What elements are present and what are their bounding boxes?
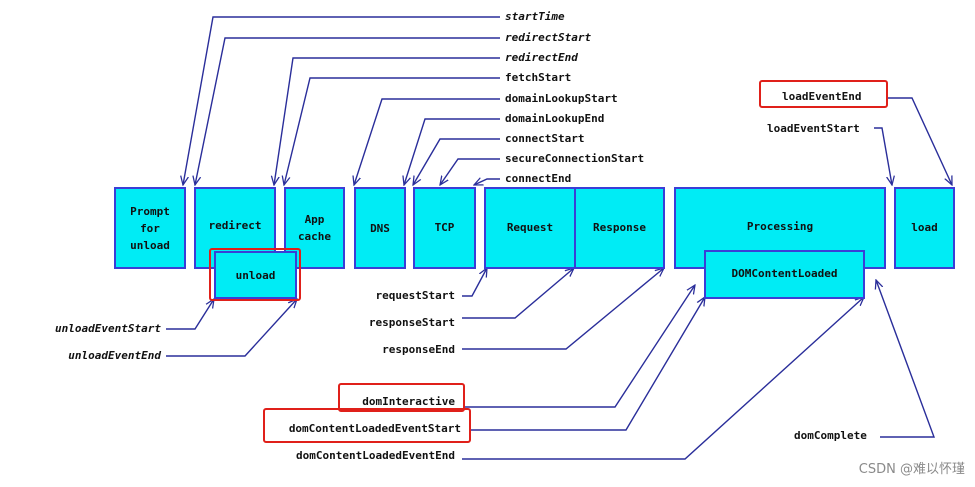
highlight-load-event-end: [759, 80, 888, 108]
line-dcl-event-end: [462, 297, 864, 460]
label-redirect-end: redirectEnd: [505, 51, 578, 64]
phase-label: App cache: [297, 213, 332, 243]
line-connect-end: [474, 179, 500, 185]
label-unload-event-end: unloadEventEnd: [68, 349, 161, 362]
phase-label: unload: [235, 268, 276, 282]
line-fetch-start: [284, 77, 500, 185]
label-response-end: responseEnd: [382, 343, 455, 356]
phase-label: redirect: [208, 219, 262, 232]
phase-dns: DNS: [354, 187, 406, 269]
phase-label: DNS: [370, 221, 390, 235]
line-start-time: [183, 16, 500, 185]
phase-request: Request: [484, 187, 576, 269]
highlight-unload: [209, 248, 301, 301]
label-unload-event-start: unloadEventStart: [55, 322, 161, 335]
phase-load: load: [894, 187, 955, 269]
label-domain-lookup-end: domainLookupEnd: [505, 112, 605, 125]
label-load-event-start: loadEventStart: [767, 122, 860, 135]
line-redirect-start: [195, 37, 500, 185]
label-fetch-start: fetchStart: [505, 71, 572, 84]
phase-label: Response: [593, 220, 646, 234]
watermark: CSDN @难以怀瑾: [858, 462, 965, 477]
phase-response: Response: [574, 187, 665, 269]
label-domain-lookup-start: domainLookupStart: [505, 92, 618, 105]
phase-prompt-for-unload: Prompt for unload: [114, 187, 186, 269]
line-secure-connection-start: [440, 158, 500, 185]
line-load-event-end: [888, 97, 952, 185]
label-request-start: requestStart: [375, 289, 455, 302]
line-response-start: [462, 268, 574, 319]
phase-unload: unload: [214, 251, 297, 299]
line-dom-complete: [876, 280, 936, 438]
line-dcl-event-start: [470, 297, 705, 431]
line-unload-event-start: [166, 299, 214, 330]
label-dom-complete: domComplete: [794, 429, 867, 442]
highlight-dom-interactive: [338, 383, 465, 412]
phase-label: load: [911, 220, 938, 234]
phase-label: Processing: [746, 219, 814, 233]
label-secure-connection-start: secureConnectionStart: [505, 152, 645, 165]
phase-label: TCP: [434, 220, 455, 234]
line-connect-start: [413, 138, 500, 185]
line-request-start: [462, 268, 487, 297]
highlight-dcl-event-start: [263, 408, 471, 443]
phase-label: DOMContentLoaded: [731, 267, 838, 280]
line-response-end: [462, 268, 664, 350]
line-domain-lookup-start: [354, 98, 500, 185]
line-unload-event-end: [166, 299, 297, 357]
label-response-start: responseStart: [368, 316, 455, 329]
label-load-event-end: loadEventEnd: [782, 90, 862, 103]
phase-dom-content-loaded: DOMContentLoaded: [704, 250, 865, 299]
line-dom-interactive: [464, 285, 695, 408]
line-load-event-start: [874, 127, 892, 185]
line-domain-lookup-end: [404, 118, 500, 185]
phase-tcp: TCP: [413, 187, 476, 269]
label-dcl-event-start: domContentLoadedEventStart: [288, 422, 461, 435]
label-dom-interactive: domInteractive: [362, 395, 455, 408]
label-dcl-event-end: domContentLoadedEventEnd: [296, 449, 455, 462]
label-connect-end: connectEnd: [505, 172, 572, 185]
phase-label: Request: [506, 220, 554, 234]
line-redirect-end: [274, 57, 500, 185]
label-start-time: startTime: [505, 10, 565, 23]
label-redirect-start: redirectStart: [505, 31, 592, 44]
label-connect-start: connectStart: [505, 132, 585, 145]
phase-label: Prompt for unload: [130, 204, 170, 252]
